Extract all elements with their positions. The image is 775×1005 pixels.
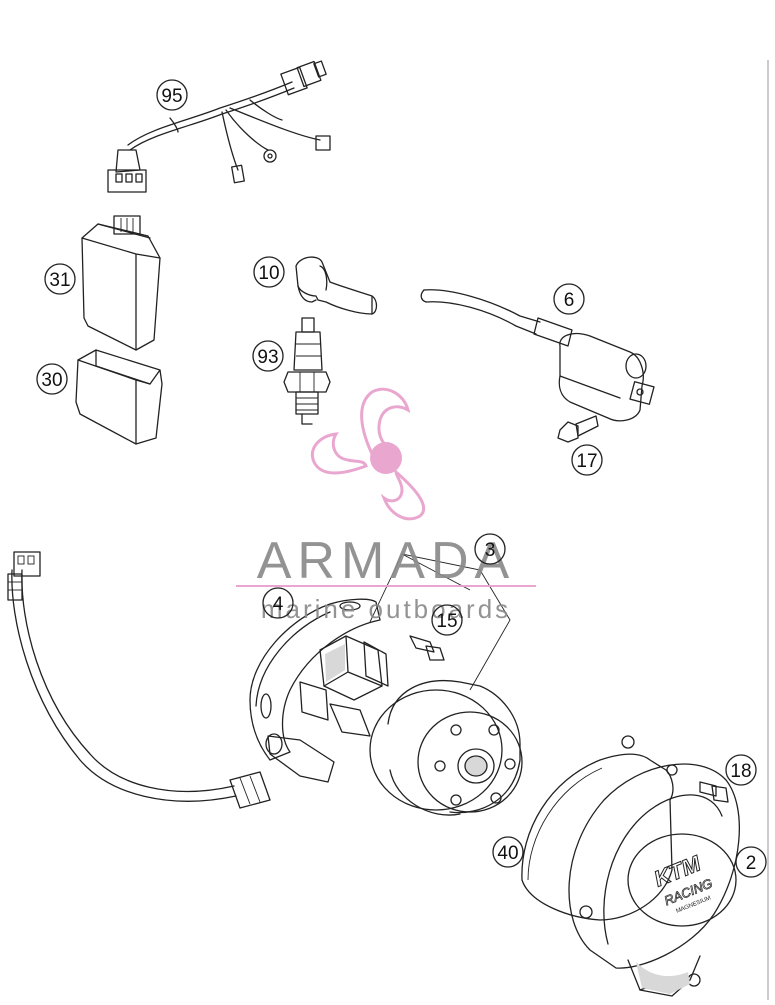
part-number-4: 4 <box>273 594 284 615</box>
cdi-unit-part <box>81 215 161 351</box>
callout-10: 10 <box>253 256 285 288</box>
part-number-93: 93 <box>257 347 278 368</box>
callout-4: 4 <box>262 587 294 619</box>
callout-18: 18 <box>725 754 757 786</box>
part-number-17: 17 <box>576 451 597 472</box>
part-number-15: 15 <box>436 611 457 632</box>
callout-40: 40 <box>492 836 524 868</box>
callout-31: 31 <box>44 263 76 295</box>
callout-15: 15 <box>431 604 463 636</box>
part-number-3: 3 <box>485 540 496 561</box>
propeller-logo-icon <box>311 387 426 521</box>
spark-plug-part <box>283 317 331 425</box>
part-number-6: 6 <box>564 290 575 311</box>
leader-line-3 <box>369 553 511 691</box>
ignition-coil-part <box>420 289 655 422</box>
part-number-31: 31 <box>49 270 70 291</box>
cdi-holder-part <box>75 349 163 445</box>
ignition-cover-part: KTM RACING MAGNESIUM <box>568 763 740 997</box>
cover-bolt-part <box>699 781 729 803</box>
flywheel-rotor-part <box>369 680 523 816</box>
cover-gasket-part <box>521 735 678 921</box>
part-number-95: 95 <box>161 86 182 107</box>
part-number-40: 40 <box>497 843 518 864</box>
stator-part <box>7 551 389 809</box>
coil-bolt-part <box>557 415 599 443</box>
wiring-harness-part <box>107 60 331 193</box>
watermark-subtitle: marine outboards <box>261 594 511 624</box>
callout-6: 6 <box>553 283 585 315</box>
callout-95: 95 <box>156 79 188 111</box>
watermark-title: ARMADA <box>257 532 515 590</box>
stator-screw-part <box>409 635 445 661</box>
callout-3: 3 <box>474 533 506 565</box>
callout-2: 2 <box>735 846 767 878</box>
leader-line-3b <box>401 553 471 591</box>
callout-93: 93 <box>252 340 284 372</box>
spark-plug-cap-part <box>295 256 378 315</box>
part-number-2: 2 <box>746 853 757 874</box>
part-number-18: 18 <box>730 761 751 782</box>
callout-17: 17 <box>571 444 603 476</box>
part-number-30: 30 <box>41 370 62 391</box>
part-number-10: 10 <box>258 263 279 284</box>
armada-watermark: ARMADA marine outboards <box>236 387 536 624</box>
callout-30: 30 <box>36 363 68 395</box>
